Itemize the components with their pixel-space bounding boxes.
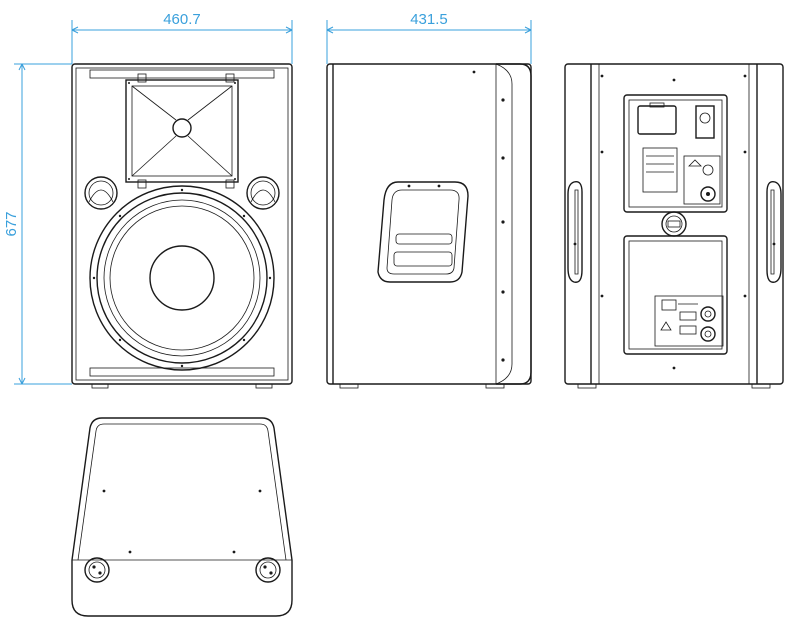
mount-socket <box>661 211 687 237</box>
side-view <box>326 63 532 389</box>
rear-view <box>564 63 784 389</box>
bass-port-right <box>246 176 280 210</box>
height-label: 677 <box>3 211 20 236</box>
width-dimension: 460.7 <box>71 11 293 64</box>
width-label: 460.7 <box>163 11 201 28</box>
depth-dimension: 431.5 <box>326 11 532 64</box>
side-handle <box>377 181 469 283</box>
woofer <box>89 185 275 371</box>
amplifier-panel-lower <box>623 235 728 355</box>
height-dimension: 677 <box>3 63 72 385</box>
rear-handle-left <box>567 181 583 283</box>
front-view <box>71 63 293 389</box>
amplifier-panel-upper <box>623 94 728 213</box>
pole-mount-right <box>255 557 281 583</box>
rear-handle-right <box>766 181 782 283</box>
depth-label: 431.5 <box>410 11 448 28</box>
top-view <box>71 417 293 617</box>
bass-port-left <box>84 176 118 210</box>
horn-tweeter <box>125 73 239 189</box>
pole-mount-left <box>84 557 110 583</box>
